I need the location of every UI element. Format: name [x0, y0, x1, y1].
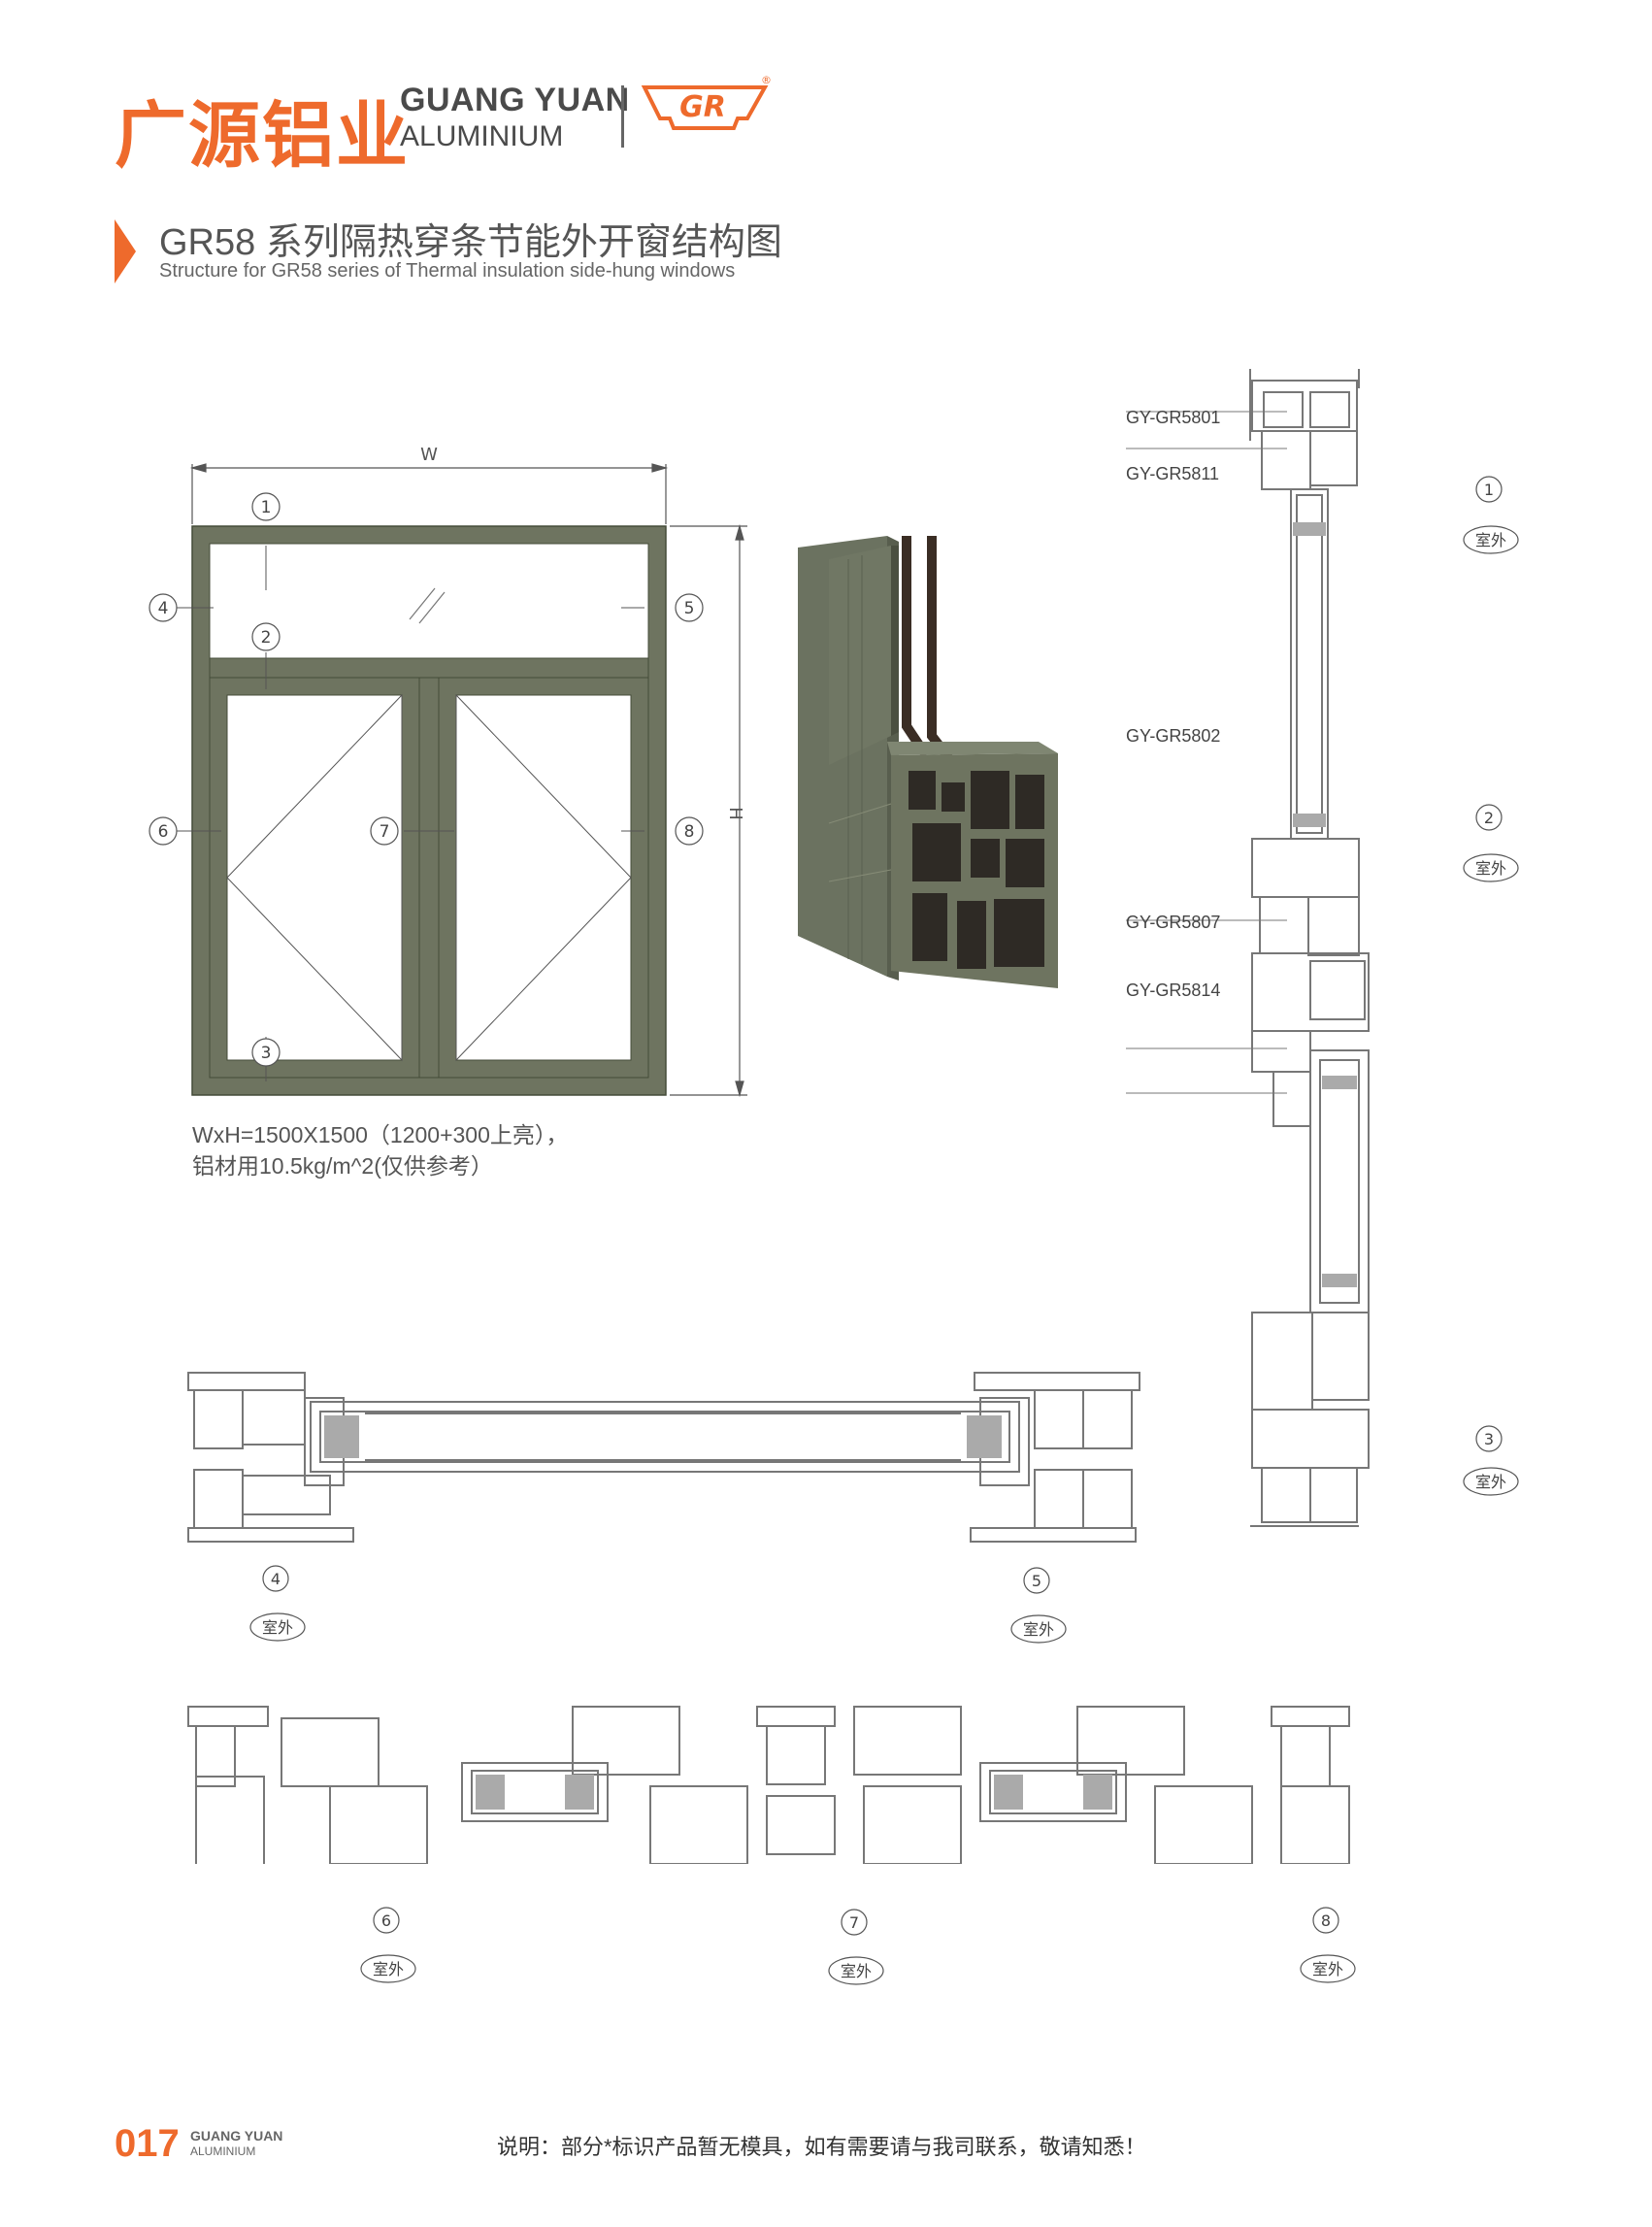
brand-logo: GR ®	[641, 74, 772, 130]
marker-2: 2	[261, 628, 272, 648]
brand-name-cn: 广源铝业	[115, 95, 410, 176]
height-label: H	[725, 807, 745, 820]
footer-brand: GUANG YUAN	[190, 2128, 283, 2144]
marker-4: 4	[158, 599, 169, 618]
section-6-7-8-markers: 6 室外 7 室外 8 室外	[360, 1907, 1356, 1985]
part-label-gr5801: GY-GR5801	[1126, 408, 1221, 427]
section-marker-3: 3	[1484, 1430, 1494, 1448]
brand-divider	[621, 85, 624, 148]
brand-name-en: GUANG YUAN	[400, 82, 630, 118]
part-label-gr5807: GY-GR5807	[1126, 913, 1221, 932]
section-marker-7: 7	[849, 1913, 859, 1932]
section-4-5-markers: 4 室外 5 室外	[249, 1565, 1067, 1644]
spec-line-2: 铝材用10.5kg/m^2(仅供参考）	[192, 1153, 493, 1179]
registered-mark: ®	[761, 74, 772, 86]
spec-line-1: WxH=1500X1500（1200+300上亮），	[192, 1122, 569, 1147]
window-elevation-drawing: W H 1 2 3 4 5 6	[149, 445, 747, 1098]
exterior-label-3: 室外	[1475, 1473, 1506, 1491]
exterior-label-2: 室外	[1475, 859, 1506, 878]
marker-5: 5	[684, 599, 695, 618]
section-marker-4: 4	[271, 1570, 281, 1588]
page-title: GR58 系列隔热穿条节能外开窗结构图	[159, 222, 782, 263]
exterior-label-1: 室外	[1475, 531, 1506, 549]
marker-7: 7	[380, 822, 390, 842]
logo-letters: GR	[679, 90, 726, 124]
marker-8: 8	[684, 822, 695, 842]
horizontal-section-6-7-8	[187, 1706, 1350, 1864]
section-marker-1: 1	[1484, 481, 1494, 499]
part-label-gr5802: GY-GR5802	[1126, 726, 1221, 746]
exterior-label-5: 室外	[1023, 1620, 1054, 1639]
vertical-section-drawing	[1126, 369, 1370, 1527]
page-number: 017	[115, 2122, 180, 2165]
marker-6: 6	[158, 822, 169, 842]
footer-brand-sub: ALUMINIUM	[190, 2144, 256, 2158]
section-marker-2: 2	[1484, 809, 1494, 827]
marker-1: 1	[261, 498, 272, 517]
width-label: W	[420, 445, 438, 465]
exterior-label-4: 室外	[262, 1618, 293, 1637]
section-marker-5: 5	[1032, 1572, 1041, 1590]
part-label-gr5811: GY-GR5811	[1126, 464, 1220, 483]
exterior-label-6: 室外	[373, 1960, 404, 1978]
section-marker-6: 6	[381, 1911, 391, 1930]
brand-subtitle-en: ALUMINIUM	[400, 120, 564, 152]
exterior-label-7: 室外	[841, 1962, 872, 1980]
section-marker-8: 8	[1321, 1911, 1331, 1930]
title-arrow-icon	[115, 219, 136, 283]
part-label-gr5814: GY-GR5814	[1126, 981, 1221, 1000]
vertical-section-markers: 1 室外 2 室外 3 室外	[1463, 476, 1519, 1496]
footer-note: 说明：部分*标识产品暂无模具，如有需要请与我司联系，敬请知悉！	[497, 2135, 1146, 2159]
marker-3: 3	[261, 1044, 272, 1063]
horizontal-section-4-5	[187, 1372, 1140, 1543]
exterior-label-8: 室外	[1312, 1960, 1343, 1978]
page-subtitle: Structure for GR58 series of Thermal ins…	[159, 260, 736, 282]
profile-3d-render	[798, 536, 1058, 988]
